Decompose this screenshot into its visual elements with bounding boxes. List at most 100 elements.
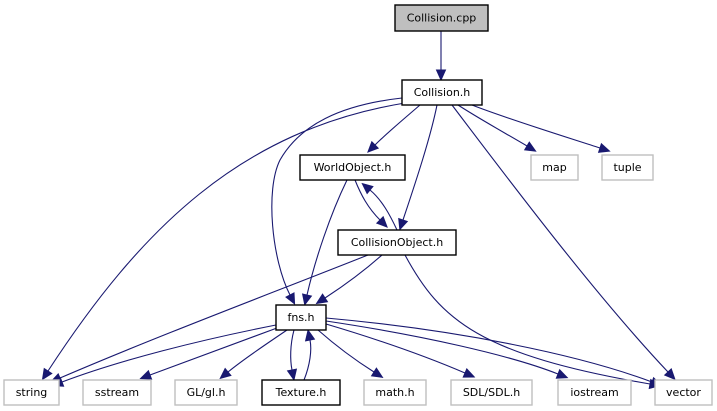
node-texture-h[interactable]: Texture.h bbox=[261, 379, 341, 406]
edge-line bbox=[59, 254, 369, 379]
edge-collisionobject_h-to-worldobject_h bbox=[361, 182, 398, 231]
arrowhead-icon bbox=[361, 182, 374, 195]
arrowhead-icon bbox=[286, 368, 298, 382]
edge-collision_h-to-vector bbox=[451, 104, 676, 381]
node-gl-h: GL/gl.h bbox=[174, 379, 238, 406]
edge-fns_h-to-texture_h bbox=[286, 329, 298, 382]
arrowhead-icon bbox=[555, 368, 569, 379]
edge-worldobject_h-to-fns_h bbox=[301, 179, 348, 306]
node-fns-h[interactable]: fns.h bbox=[275, 304, 327, 331]
edge-line bbox=[369, 189, 398, 231]
edge-fns_h-to-gl_h bbox=[219, 329, 288, 380]
node-label: tuple bbox=[613, 161, 641, 174]
edge-line bbox=[325, 323, 466, 374]
node-box bbox=[557, 379, 632, 406]
edge-collision_h-to-tuple bbox=[471, 104, 611, 153]
node-sstream: sstream bbox=[82, 379, 152, 406]
node-math-h: math.h bbox=[363, 379, 427, 406]
node-box bbox=[82, 379, 152, 406]
node-label: string bbox=[16, 386, 48, 399]
node-box bbox=[601, 154, 654, 181]
arrowhead-icon bbox=[367, 140, 380, 153]
arrowhead-icon bbox=[597, 142, 611, 153]
node-collision-cpp[interactable]: Collision.cpp bbox=[394, 4, 489, 32]
edge-texture_h-to-fns_h bbox=[303, 328, 316, 381]
node-label: WorldObject.h bbox=[314, 161, 392, 174]
node-label: Collision.h bbox=[414, 86, 471, 99]
edge-line bbox=[402, 104, 438, 221]
arrowhead-icon bbox=[304, 328, 316, 342]
edge-line bbox=[271, 97, 403, 296]
edge-line bbox=[290, 329, 295, 371]
arrowhead-icon bbox=[370, 367, 384, 378]
node-box bbox=[363, 379, 427, 406]
node-label: sstream bbox=[95, 386, 139, 399]
edge-line bbox=[47, 102, 406, 372]
edges-layer bbox=[41, 31, 676, 390]
edge-line bbox=[451, 104, 669, 373]
arrowhead-icon bbox=[523, 141, 537, 152]
arrowhead-icon bbox=[398, 217, 409, 231]
node-box bbox=[530, 154, 579, 181]
node-box bbox=[174, 379, 238, 406]
node-map: map bbox=[530, 154, 579, 181]
edge-fns_h-to-iostream bbox=[325, 320, 569, 379]
edge-collision_cpp-to-collision_h bbox=[435, 31, 447, 82]
arrowhead-icon bbox=[462, 367, 476, 378]
edge-fns_h-to-string bbox=[51, 324, 277, 387]
edge-collision_h-to-collisionobject_h bbox=[398, 104, 438, 231]
node-box[interactable] bbox=[261, 379, 341, 406]
edge-fns_h-to-math_h bbox=[317, 329, 384, 378]
edge-line bbox=[471, 104, 601, 149]
node-label: GL/gl.h bbox=[187, 386, 226, 399]
edge-line bbox=[354, 179, 381, 221]
node-tuple: tuple bbox=[601, 154, 654, 181]
arrowhead-icon bbox=[315, 293, 329, 305]
node-sdl-h: SDL/SDL.h bbox=[450, 379, 533, 406]
edge-line bbox=[325, 320, 559, 375]
node-label: math.h bbox=[375, 386, 414, 399]
nodes-layer: Collision.cppCollision.hWorldObject.hCol… bbox=[3, 4, 713, 406]
edge-collision_h-to-fns_h bbox=[271, 97, 403, 305]
edge-collision_h-to-map bbox=[457, 104, 537, 152]
node-collision-h[interactable]: Collision.h bbox=[401, 79, 483, 106]
edge-line bbox=[325, 317, 653, 383]
node-box[interactable] bbox=[275, 304, 327, 331]
node-label: fns.h bbox=[287, 311, 314, 324]
node-box[interactable] bbox=[337, 229, 457, 256]
node-box[interactable] bbox=[299, 154, 406, 181]
arrowhead-icon bbox=[663, 368, 676, 381]
edge-collisionobject_h-to-vector bbox=[404, 254, 662, 390]
node-label: Texture.h bbox=[275, 386, 327, 399]
edge-fns_h-to-sdl_h bbox=[325, 323, 476, 378]
node-label: map bbox=[542, 161, 566, 174]
edge-line bbox=[457, 104, 528, 147]
node-vector: vector bbox=[654, 379, 713, 406]
node-box[interactable] bbox=[394, 4, 489, 32]
node-iostream: iostream bbox=[557, 379, 632, 406]
edge-line bbox=[404, 254, 651, 385]
edge-line bbox=[374, 104, 421, 146]
edge-line bbox=[324, 254, 383, 299]
node-label: CollisionObject.h bbox=[351, 236, 443, 249]
node-label: SDL/SDL.h bbox=[463, 386, 520, 399]
node-worldobject-h[interactable]: WorldObject.h bbox=[299, 154, 406, 181]
node-label: iostream bbox=[570, 386, 618, 399]
node-collisionobject-h[interactable]: CollisionObject.h bbox=[337, 229, 457, 256]
arrowhead-icon bbox=[41, 367, 53, 381]
edge-line bbox=[61, 324, 277, 383]
arrowhead-icon bbox=[219, 367, 232, 380]
edge-collision_h-to-worldobject_h bbox=[367, 104, 421, 153]
node-box[interactable] bbox=[401, 79, 483, 106]
edge-collisionobject_h-to-fns_h bbox=[315, 254, 383, 305]
node-box bbox=[654, 379, 713, 406]
edge-line bbox=[227, 329, 288, 373]
arrowhead-icon bbox=[375, 215, 388, 228]
edge-line bbox=[317, 329, 375, 373]
edge-worldobject_h-to-collisionobject_h bbox=[354, 179, 388, 228]
edge-line bbox=[149, 327, 278, 376]
node-box bbox=[3, 379, 60, 406]
edge-collision_h-to-string bbox=[41, 102, 406, 381]
arrowhead-icon bbox=[301, 293, 313, 306]
